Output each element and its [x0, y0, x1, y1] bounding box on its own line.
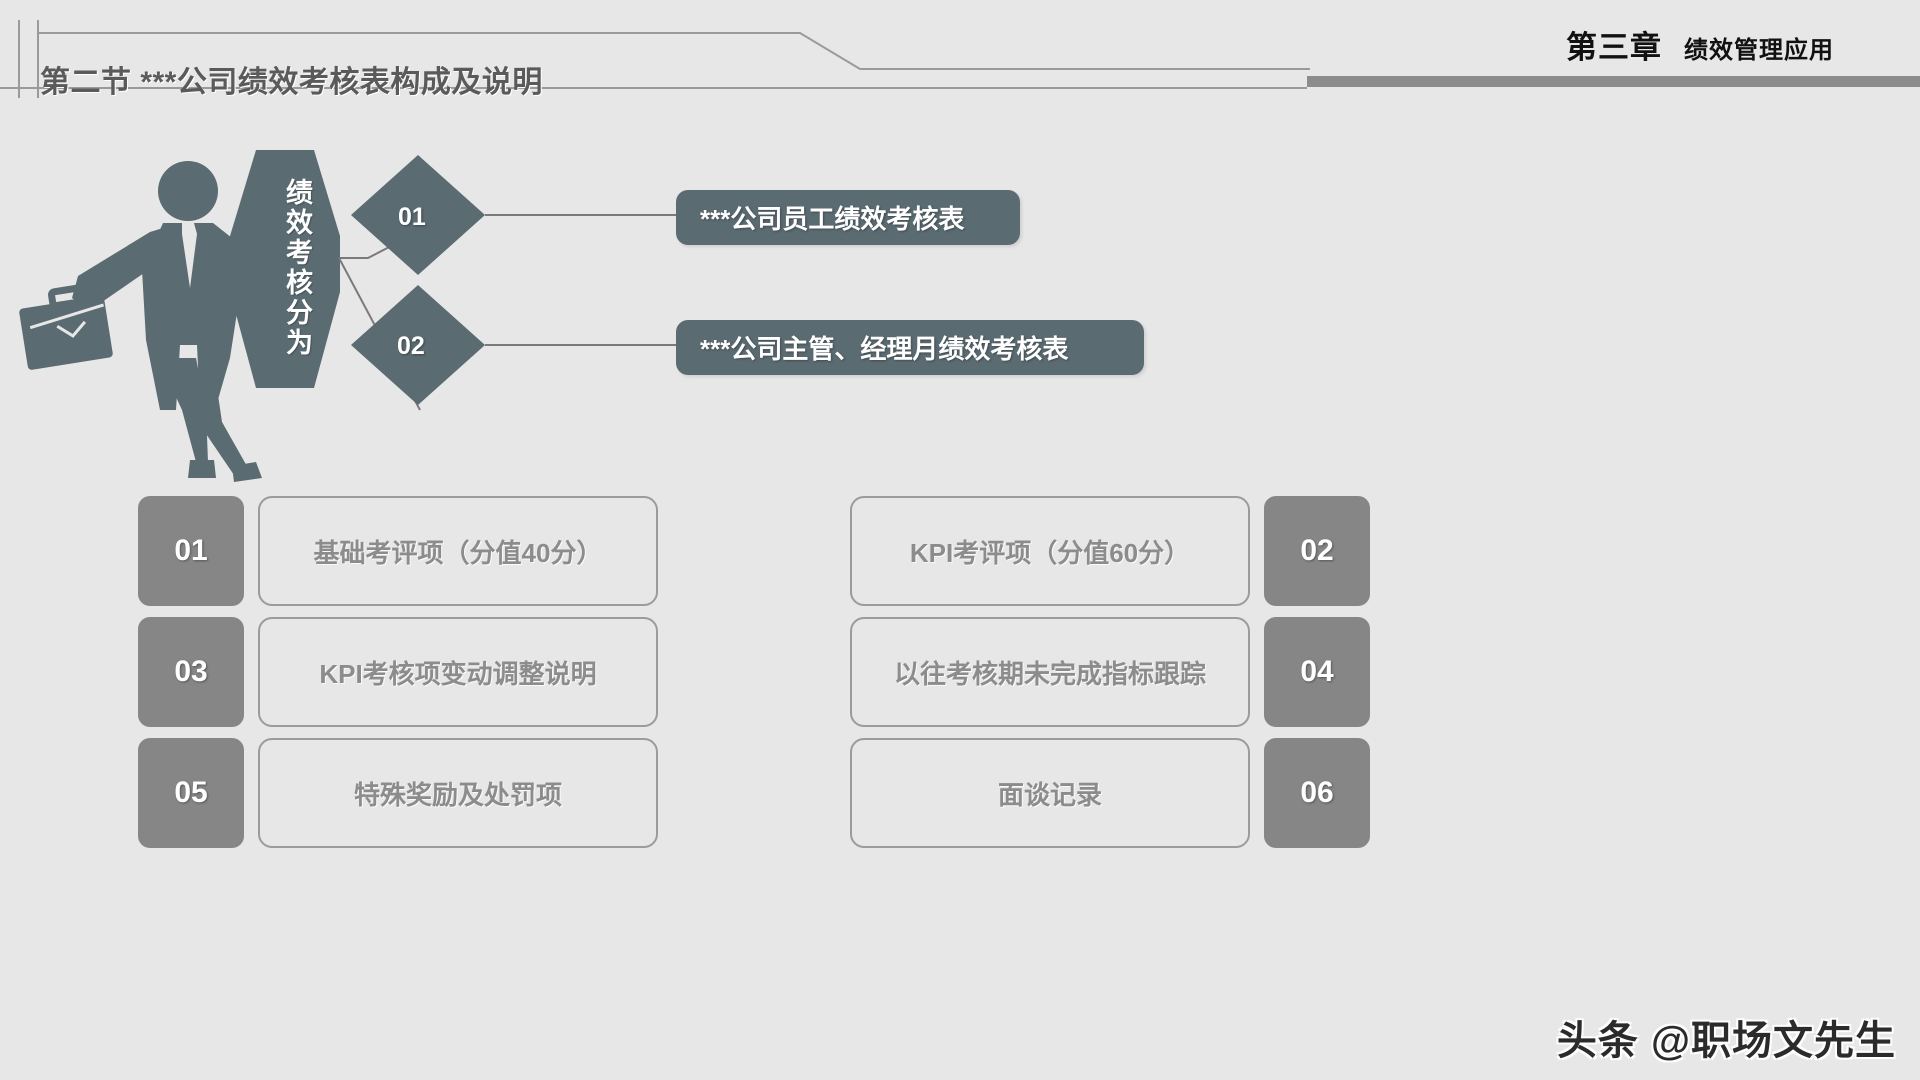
grid-item-04[interactable]: 以往考核期未完成指标跟踪 04 — [850, 617, 1370, 727]
grid-box-03[interactable]: KPI考核项变动调整说明 — [258, 617, 658, 727]
grid-badge-02: 02 — [1264, 496, 1370, 606]
grid-label-06: 面谈记录 — [997, 779, 1102, 810]
diagram-graphics — [19, 150, 680, 482]
header-left-rule-inner — [37, 20, 39, 98]
grid-badge-06: 06 — [1264, 738, 1370, 848]
chapter-title: 绩效管理应用 — [1684, 37, 1834, 64]
grid-label-01: 基础考评项（分值40分） — [313, 537, 603, 568]
grid-item-05[interactable]: 05 特殊奖励及处罚项 — [138, 738, 658, 848]
diamond-number-02: 02 — [397, 332, 425, 360]
grid-item-06[interactable]: 面谈记录 06 — [850, 738, 1370, 848]
hexagon-caption: 绩效考核分为 — [282, 178, 312, 358]
chapter-number: 第三章 — [1566, 30, 1662, 65]
grid-box-05[interactable]: 特殊奖励及处罚项 — [258, 738, 658, 848]
grid-box-01[interactable]: 基础考评项（分值40分） — [258, 496, 658, 606]
header-accent-bar — [1307, 76, 1920, 87]
grid-box-02[interactable]: KPI考评项（分值60分） — [850, 496, 1250, 606]
branch-label-02[interactable]: ***公司主管、经理月绩效考核表 — [676, 320, 1144, 375]
hexagon-shape — [230, 150, 340, 388]
grid-badge-01: 01 — [138, 496, 244, 606]
branch-label-01[interactable]: ***公司员工绩效考核表 — [676, 190, 1020, 245]
page-title: 第二节 ***公司绩效考核表构成及说明 — [40, 66, 543, 99]
branch-label-02-text: ***公司主管、经理月绩效考核表 — [700, 334, 1069, 364]
branch-diagram: 绩效考核分为 01 02 ***公司员工绩效考核表 ***公司主管、经理月绩效考… — [0, 110, 1300, 500]
grid-item-01[interactable]: 01 基础考评项（分值40分） — [138, 496, 658, 606]
diamond-01 — [351, 155, 485, 275]
chapter-label-group: 第三章 绩效管理应用 — [1566, 22, 1834, 67]
grid-box-06[interactable]: 面谈记录 — [850, 738, 1250, 848]
grid-item-03[interactable]: 03 KPI考核项变动调整说明 — [138, 617, 658, 727]
header-left-rule-outer — [18, 20, 20, 98]
grid-badge-05: 05 — [138, 738, 244, 848]
grid-label-04: 以往考核期未完成指标跟踪 — [893, 658, 1206, 689]
grid-badge-04: 04 — [1264, 617, 1370, 727]
grid-badge-03: 03 — [138, 617, 244, 727]
branch-label-01-text: ***公司员工绩效考核表 — [700, 204, 965, 234]
diamond-02 — [351, 285, 485, 405]
items-grid: 01 基础考评项（分值40分） 03 KPI考核项变动调整说明 05 特殊奖励及… — [0, 490, 1920, 890]
grid-label-03: KPI考核项变动调整说明 — [319, 658, 597, 689]
watermark-text: 头条 @职场文先生 — [1556, 1019, 1896, 1063]
grid-box-04[interactable]: 以往考核期未完成指标跟踪 — [850, 617, 1250, 727]
grid-item-02[interactable]: KPI考评项（分值60分） 02 — [850, 496, 1370, 606]
grid-label-05: 特殊奖励及处罚项 — [353, 779, 562, 810]
diamond-number-01: 01 — [398, 203, 426, 231]
grid-label-02: KPI考评项（分值60分） — [909, 537, 1191, 568]
